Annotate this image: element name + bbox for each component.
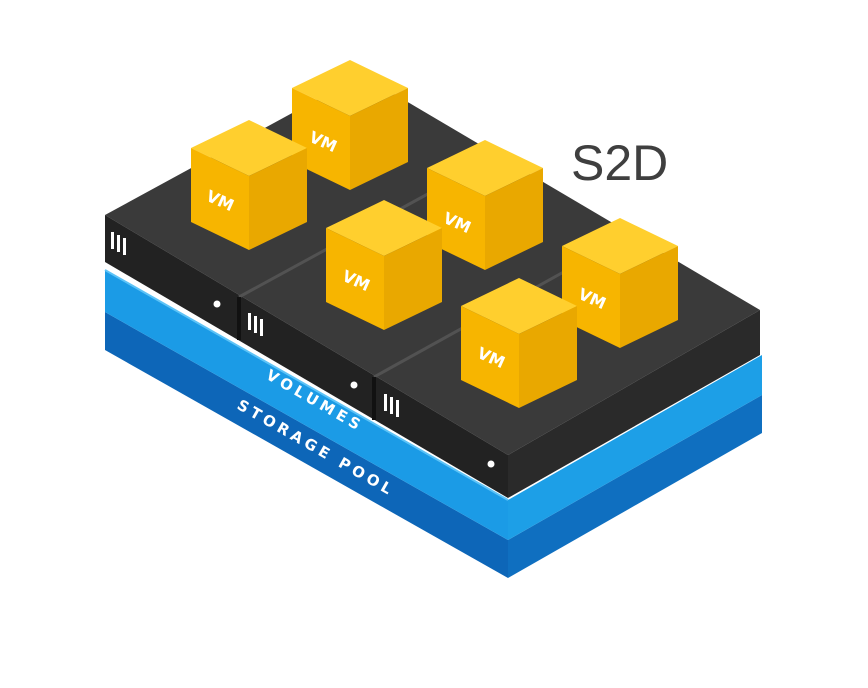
node-3-front bbox=[384, 394, 495, 468]
vm-cube-left bbox=[191, 148, 249, 250]
vm-cube-left bbox=[326, 228, 384, 330]
volumes-left-face bbox=[105, 270, 508, 540]
vm-cube-right bbox=[620, 246, 678, 348]
storage-pool-right-face bbox=[508, 395, 762, 578]
vm-cube-right bbox=[384, 228, 442, 330]
node-3-vent-icon bbox=[384, 394, 387, 411]
vm-cube-left bbox=[461, 306, 519, 408]
vm-cube-right bbox=[350, 88, 408, 190]
vm-cube: VM bbox=[326, 200, 442, 330]
volumes-edge-highlight bbox=[104, 269, 509, 501]
volumes-layer bbox=[104, 269, 762, 540]
volumes-right-face bbox=[508, 355, 762, 540]
vm-cube: VM bbox=[461, 278, 577, 408]
node-1-led-icon bbox=[213, 300, 221, 308]
vm-cube-right bbox=[249, 148, 307, 250]
server-right-face bbox=[508, 310, 760, 498]
vm-cube-right bbox=[519, 306, 577, 408]
node-2-front bbox=[248, 313, 358, 389]
vm-cubes: VM VM VM VM VM bbox=[191, 60, 678, 408]
server-left-face bbox=[105, 215, 508, 498]
storage-pool-layer bbox=[105, 312, 762, 578]
node-1-vent-icon bbox=[111, 232, 114, 249]
node-1-front bbox=[111, 232, 221, 308]
vm-cube: VM bbox=[562, 218, 678, 348]
diagram-title: S2D bbox=[571, 135, 668, 191]
vm-cube: VM bbox=[191, 120, 307, 250]
node-2-led-icon bbox=[350, 381, 358, 389]
node-3-led-icon bbox=[487, 460, 495, 468]
node-2-vent-icon bbox=[248, 313, 251, 330]
vm-cube-right bbox=[485, 168, 543, 270]
storage-pool-left-face bbox=[105, 312, 508, 578]
